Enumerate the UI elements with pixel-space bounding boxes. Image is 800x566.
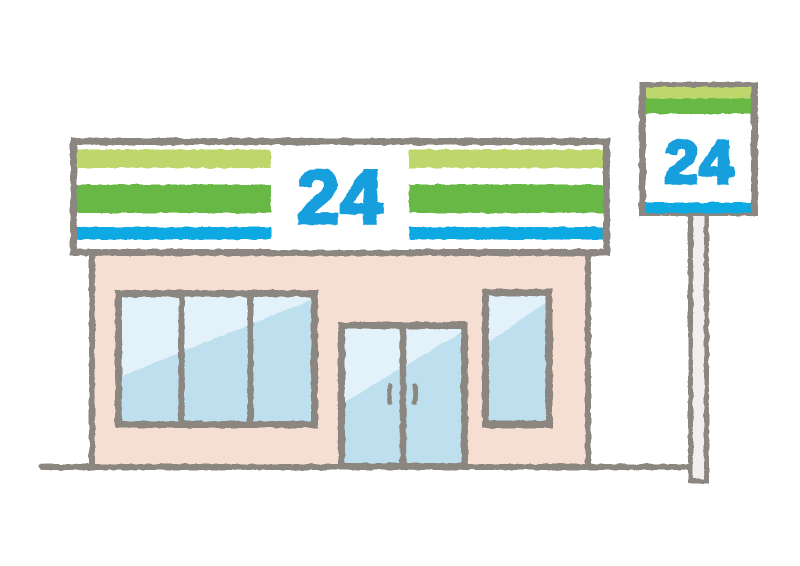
svg-text:24: 24 (664, 128, 735, 196)
svg-text:24: 24 (296, 155, 384, 240)
